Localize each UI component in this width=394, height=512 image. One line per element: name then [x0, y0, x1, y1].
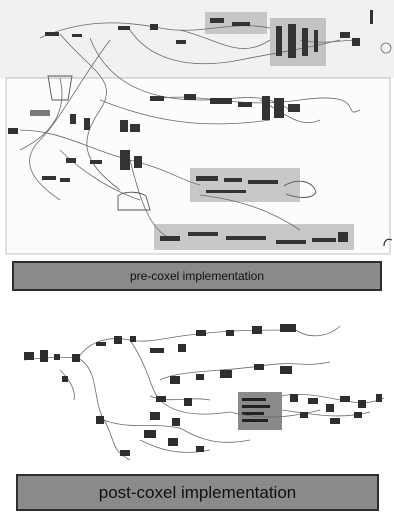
node-circle	[380, 42, 392, 54]
component-block	[30, 110, 50, 116]
post-coxel-caption-text: post-coxel implementation	[98, 482, 297, 502]
pre-coxel-definition-image	[0, 0, 394, 255]
group-box	[238, 392, 282, 430]
bucket-shape	[47, 75, 73, 101]
pre-coxel-graph	[0, 0, 394, 255]
pre-coxel-caption: pre-coxel implementation	[12, 261, 382, 291]
post-coxel-caption: post-coxel implementation	[16, 474, 379, 511]
post-coxel-graph	[23, 324, 385, 461]
component-clusters	[24, 324, 382, 456]
pre-coxel-caption-text: pre-coxel implementation	[129, 269, 265, 283]
group-contents	[242, 398, 270, 422]
wires	[23, 325, 385, 461]
lasso-shape	[283, 180, 317, 198]
cloud-shape	[117, 191, 151, 211]
canvas-top-band	[0, 0, 394, 78]
edge-mark	[383, 238, 393, 247]
post-coxel-definition-image	[0, 300, 394, 468]
group-box	[190, 168, 300, 202]
component-clusters	[8, 10, 373, 244]
wires	[19, 22, 361, 239]
